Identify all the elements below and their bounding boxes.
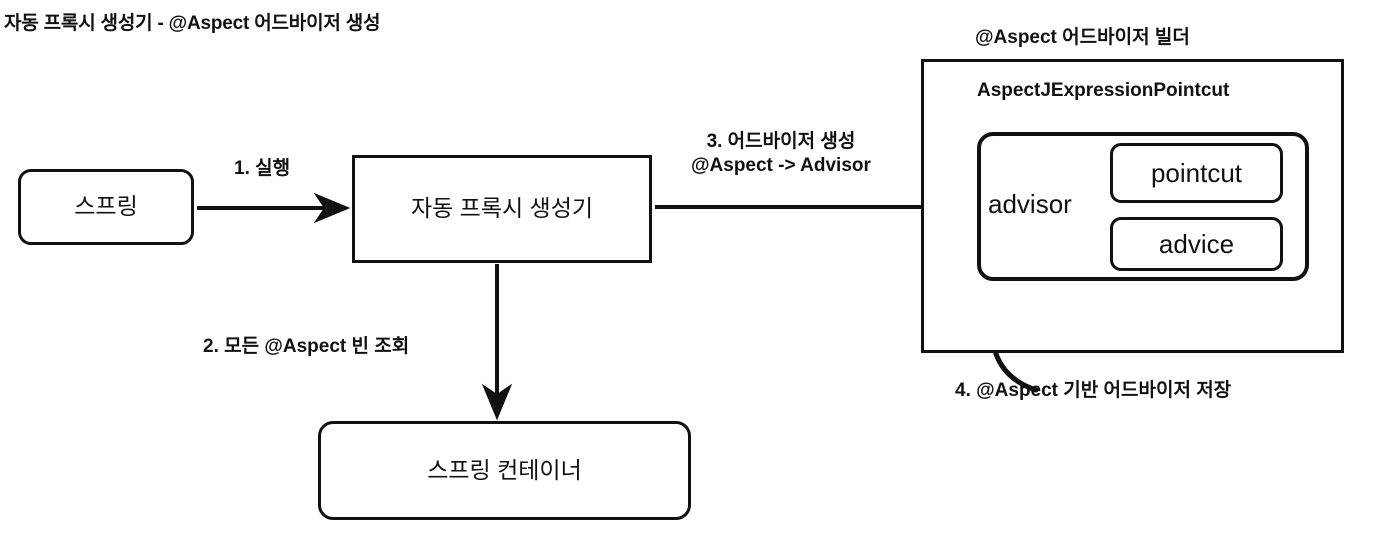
edge-label-step3-line2: @Aspect -> Advisor [691,154,871,176]
node-spring-container-label: 스프링 컨테이너 [427,456,582,483]
node-auto-proxy-creator[interactable]: 자동 프록시 생성기 [352,155,652,263]
node-spring-label: 스프링 [74,193,138,220]
node-advice[interactable]: advice [1110,217,1283,271]
pointcut-class-label: AspectJExpressionPointcut [977,80,1230,101]
edge-label-step2: 2. 모든 @Aspect 빈 조회 [203,336,410,357]
edge-label-step4: 4. @Aspect 기반 어드바이저 저장 [955,380,1232,401]
node-auto-proxy-creator-label: 자동 프록시 생성기 [410,195,594,222]
node-spring[interactable]: 스프링 [18,169,194,245]
node-pointcut-label: pointcut [1150,158,1243,188]
page-title: 자동 프록시 생성기 - @Aspect 어드바이저 생성 [4,13,381,34]
node-spring-container[interactable]: 스프링 컨테이너 [318,421,691,520]
node-advice-label: advice [1158,229,1235,259]
edge-label-step3: 3. 어드바이저 생성 @Aspect -> Advisor [691,130,871,178]
node-advisor-label: advisor [988,189,1072,219]
edge-label-step1: 1. 실행 [234,158,291,179]
builder-title: @Aspect 어드바이저 빌더 [975,27,1190,48]
edge-label-step3-line1: 3. 어드바이저 생성 [706,131,856,152]
node-pointcut[interactable]: pointcut [1110,143,1283,203]
